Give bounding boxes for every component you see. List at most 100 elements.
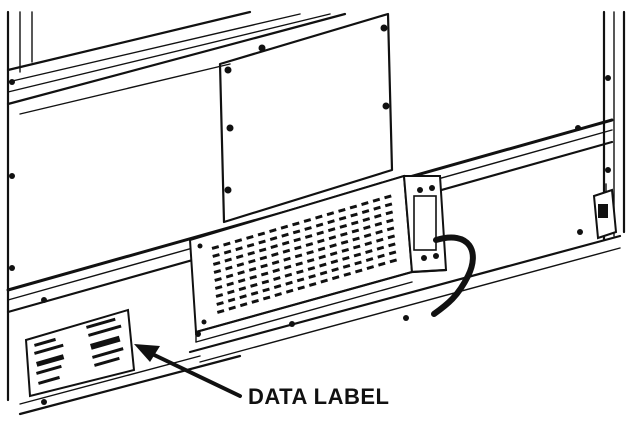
data-label-callout: DATA LABEL [248, 384, 390, 409]
vent-slot [227, 289, 235, 295]
vent-slot [340, 239, 349, 245]
vent-slot [303, 218, 312, 223]
vent-slot [281, 232, 289, 238]
vent-slot [342, 263, 351, 269]
vent-slot [304, 226, 312, 231]
vent-slot [260, 263, 268, 269]
vent-slot [376, 245, 385, 251]
vent-slot [352, 236, 360, 242]
vent-slot [237, 270, 245, 276]
power-cord [431, 234, 476, 317]
vent-slot [307, 266, 316, 271]
vent-slot [377, 253, 385, 259]
vent-slot [308, 282, 317, 287]
vent-slot [306, 250, 314, 255]
vent-slot [249, 274, 257, 280]
vent-slot [297, 285, 305, 291]
vent-slot [273, 276, 281, 281]
vent-slot [339, 223, 348, 229]
vent-slot [269, 228, 277, 233]
vent-slot [340, 231, 348, 237]
vent-slot [292, 229, 301, 235]
vent-slot [251, 298, 259, 304]
vent-slot [341, 247, 350, 253]
vent-slot [250, 290, 259, 296]
vent-slot [246, 242, 255, 248]
vent-slot [214, 285, 223, 290]
vent-slots [211, 194, 398, 314]
vent-slot [292, 221, 300, 227]
vent-slot [294, 253, 303, 259]
vent-slot [304, 234, 313, 239]
vent-slot [259, 255, 268, 261]
vent-slot [239, 294, 247, 300]
vent-slot [387, 234, 396, 240]
vent-slot [280, 224, 289, 230]
data-label-plate [24, 308, 136, 398]
vent-slot [331, 267, 339, 273]
vent-slot [282, 248, 291, 254]
vent-slot [338, 215, 347, 221]
vent-slot [224, 257, 232, 263]
vent-slot [366, 265, 375, 270]
vent-slot [248, 266, 257, 272]
vent-slot [226, 281, 234, 287]
vent-slot [274, 292, 282, 297]
vent-slot [343, 271, 352, 277]
vent-slot [316, 230, 324, 236]
vent-slot [385, 210, 394, 216]
vent-slot [234, 238, 243, 244]
vent-slot [257, 231, 266, 237]
vent-slot [238, 286, 247, 292]
vent-slot [375, 229, 383, 235]
vent-slot [308, 274, 316, 279]
vent-slot [212, 253, 220, 258]
callout-arrow [134, 344, 242, 398]
vent-slot [329, 251, 338, 257]
vent-slot [331, 275, 340, 281]
vented-control-box [187, 174, 448, 343]
vent-slot [349, 204, 358, 210]
vent-slot [389, 258, 398, 264]
vent-slot [374, 213, 382, 219]
vent-slot [284, 272, 293, 278]
vent-slot [246, 234, 254, 240]
vent-slot [293, 237, 301, 243]
vent-slot [353, 252, 362, 258]
vent-slot [388, 250, 397, 256]
vent-slot [350, 212, 358, 218]
vent-slot [223, 241, 231, 247]
vent-slot [228, 305, 236, 311]
vent-slot [351, 228, 360, 234]
vent-slot [351, 220, 359, 226]
vent-slot [327, 219, 335, 225]
vent-slot [271, 252, 279, 257]
vent-slot [270, 244, 278, 249]
vent-slot [315, 214, 323, 220]
vent-slot [273, 284, 282, 289]
vent-slot [305, 242, 314, 247]
vent-slot [294, 245, 302, 251]
vent-slot [250, 282, 258, 288]
vent-slot [327, 227, 336, 233]
vent-slot [235, 246, 243, 252]
vent-slot [236, 262, 245, 268]
vent-slot [378, 261, 386, 267]
vent-slot [272, 268, 280, 273]
vent-slot [317, 238, 325, 244]
vent-slot [215, 293, 224, 298]
vent-slot [376, 237, 384, 243]
vent-slot [363, 225, 371, 230]
vent-slot [258, 239, 266, 245]
vent-slot [211, 245, 220, 250]
vent-slot [260, 271, 269, 277]
vent-slot [281, 240, 290, 246]
vent-slot [353, 244, 361, 250]
vent-slot [318, 254, 326, 260]
vent-slot [384, 194, 392, 200]
vent-slot [386, 218, 394, 224]
vent-slot [227, 297, 236, 303]
vent-slot [235, 254, 244, 260]
junction-box [592, 183, 618, 240]
frame-screws [9, 75, 611, 405]
